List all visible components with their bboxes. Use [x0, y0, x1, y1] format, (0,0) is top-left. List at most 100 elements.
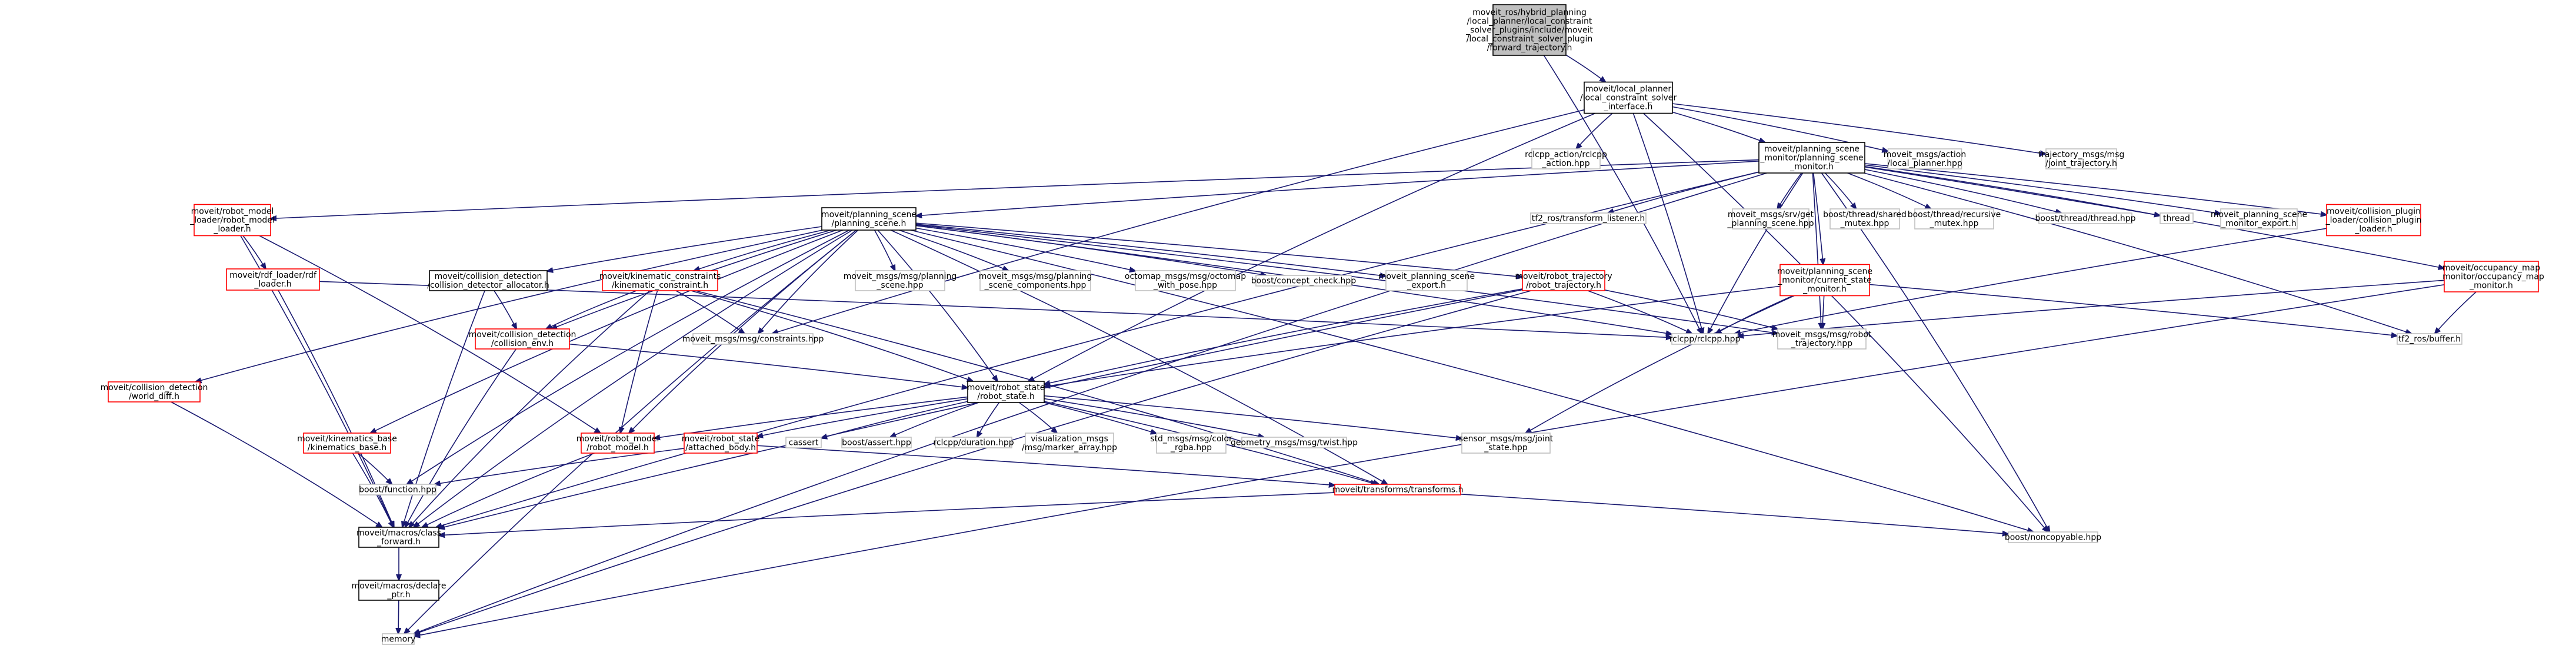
file-node-box	[2220, 208, 2298, 229]
file-node-viz_marker[interactable]: visualization_msgs/msg/marker_array.hpp	[1022, 433, 1117, 454]
file-node-traj_msgs[interactable]: trajectory_msgs/msg/joint_trajectory.h	[2038, 148, 2125, 169]
edge-robot_state-to-attached_body	[757, 398, 968, 437]
edge-lci-to-noncopyable	[1643, 112, 2048, 533]
file-node-msg_robot_traj[interactable]: moveit_msgs/msg/robot_trajectory.hpp	[1772, 328, 1872, 350]
file-node-tf2_buffer[interactable]: tf2_ros/buffer.h	[2397, 333, 2462, 345]
file-node-joint_state[interactable]: sensor_msgs/msg/joint_state.hpp	[1459, 433, 1554, 454]
edge-root-to-rclcpp	[1543, 55, 1701, 334]
file-node-noncopyable[interactable]: boost/noncopyable.hpp	[2005, 531, 2101, 543]
file-node-label: _monitor/current_state	[1777, 276, 1871, 285]
file-node-label: moveit/rdf_loader/rdf	[229, 271, 317, 280]
file-node-duration[interactable]: rclcpp/duration.hpp	[933, 437, 1014, 448]
file-node-msg_constraints[interactable]: moveit_msgs/msg/constraints.hpp	[682, 333, 824, 345]
file-node-label: /kinematic_constraint.h	[612, 281, 708, 290]
edge-root-to-lci	[1565, 54, 1605, 82]
edge-ps-to-msg_ps_comp	[898, 229, 1008, 271]
file-node-box	[226, 268, 320, 291]
file-node-kin_base[interactable]: moveit/kinematics_base/kinematics_base.h	[297, 433, 397, 454]
file-node-psm_export[interactable]: moveit_planning_scene_monitor_export.h	[2211, 208, 2307, 229]
file-node-box	[303, 433, 391, 454]
file-node-robot_model[interactable]: moveit/robot_model/robot_model.h	[576, 433, 659, 454]
file-node-shared_mutex[interactable]: boost/thread/shared_mutex.hpp	[1823, 208, 1907, 229]
edge-robot_traj-to-robot_state	[1044, 288, 1523, 384]
file-node-box	[382, 633, 415, 645]
file-node-declare_ptr[interactable]: moveit/macros/declare_ptr.h	[352, 580, 446, 601]
file-node-box	[692, 333, 814, 345]
file-node-label: /local_planner/local_constraint	[1467, 17, 1592, 26]
file-node-rml[interactable]: moveit/robot_model_loader/robot_model_lo…	[189, 204, 275, 237]
file-node-recursive_mutex[interactable]: boost/thread/recursive_mutex.hpp	[1908, 208, 2001, 229]
edge-attached_body-to-boost_function	[435, 448, 685, 484]
file-node-transforms[interactable]: moveit/transforms/transforms.h	[1332, 484, 1464, 495]
file-node-label: _monitor/occupancy_map	[2438, 272, 2544, 282]
file-node-tf2_listener[interactable]: tf2_ros/transform_listener.h	[1530, 212, 1647, 224]
file-node-box	[1255, 275, 1352, 287]
file-node-cd_alloc[interactable]: moveit/collision_detection/collision_det…	[427, 270, 549, 291]
file-node-boost_thread[interactable]: boost/thread/thread.hpp	[2035, 212, 2136, 224]
file-node-srdf[interactable]: moveit/rdf_loader/rdf_loader.h	[226, 268, 320, 291]
file-node-attached_body[interactable]: moveit/robot_state/attached_body.h	[682, 433, 760, 454]
file-node-label: boost/thread/recursive	[1908, 210, 2001, 219]
file-node-srv_get_ps[interactable]: moveit_msgs/srv/get_planning_scene.hpp	[1727, 208, 1814, 229]
file-node-lci[interactable]: moveit/local_planner/local_constraint_so…	[1580, 81, 1677, 114]
edge-ps-to-robot_state	[877, 229, 998, 381]
file-node-msg_ps_comp[interactable]: moveit_msgs/msg/planning_scene_component…	[979, 270, 1092, 291]
file-node-label: moveit_msgs/msg/planning	[979, 272, 1092, 281]
edge-psm-to-msg_robot_traj	[1812, 172, 1821, 329]
file-node-label: moveit/macros/declare	[352, 581, 446, 591]
file-node-label: _scene_components.hpp	[984, 281, 1087, 290]
file-node-robot_state[interactable]: moveit/robot_state/robot_state.h	[967, 381, 1045, 403]
edge-psm-to-rclcpp	[1708, 172, 1804, 334]
file-node-robot_traj[interactable]: moveit/robot_trajectory/robot_trajectory…	[1515, 270, 1612, 291]
file-node-label: moveit/kinematics_base	[297, 434, 397, 444]
edge-robot_state-to-viz_marker	[1018, 402, 1057, 433]
file-node-csm[interactable]: moveit/planning_scene_monitor/current_st…	[1777, 264, 1872, 297]
file-node-class_fwd[interactable]: moveit/macros/class_forward.h	[356, 527, 441, 548]
file-node-box	[1777, 328, 1867, 350]
file-node-label: /world_diff.h	[129, 392, 179, 401]
file-node-psm[interactable]: moveit/planning_scene_monitor/planning_s…	[1758, 142, 1865, 174]
file-node-rclcpp[interactable]: rclcpp/rclcpp.hpp	[1669, 333, 1741, 345]
file-node-concept_check[interactable]: boost/concept_check.hpp	[1251, 275, 1357, 287]
edge-lci-to-psm	[1672, 111, 1765, 142]
edge-ps-to-kin_base	[371, 229, 844, 433]
file-node-collision_env[interactable]: moveit/collision_detection/collision_env…	[469, 328, 576, 350]
edge-ps-to-memory	[404, 229, 857, 634]
file-node-box	[1671, 333, 1738, 345]
file-node-box	[1531, 148, 1601, 169]
file-node-box	[967, 381, 1045, 403]
file-node-root[interactable]: moveit_ros/hybrid_planning/local_planner…	[1465, 4, 1593, 56]
file-node-msgs_action[interactable]: moveit_msgs/action/local_planner.hpp	[1884, 148, 1966, 169]
file-node-ps_export[interactable]: moveit_planning_scene_export.h	[1378, 270, 1475, 291]
file-node-cassert[interactable]: cassert	[785, 437, 822, 448]
edge-occ_map-to-memory	[414, 284, 2445, 636]
file-node-world_diff[interactable]: moveit/collision_detection/world_diff.h	[101, 381, 208, 402]
edge-ps-to-octomap	[915, 227, 1135, 271]
file-node-thread[interactable]: thread	[2160, 212, 2194, 224]
file-node-msg_ps[interactable]: moveit_msgs/msg/planning_scene.hpp	[844, 270, 957, 291]
file-node-label: rclcpp/rclcpp.hpp	[1669, 335, 1741, 344]
file-node-label: boost/noncopyable.hpp	[2005, 533, 2101, 543]
edge-lci-to-traj_msgs	[1672, 103, 2046, 154]
file-node-collision_plugin[interactable]: moveit/collision_plugin_loader/collision…	[2325, 204, 2422, 237]
file-node-rclcpp_action[interactable]: rclcpp_action/rclcpp_action.hpp	[1525, 148, 1607, 169]
file-node-memory[interactable]: memory	[381, 633, 416, 645]
file-node-color_rgba[interactable]: std_msgs/msg/color_rgba.hpp	[1150, 433, 1232, 454]
file-node-twist[interactable]: geometry_msgs/msg/twist.hpp	[1231, 437, 1358, 448]
edge-csm-to-msg_robot_traj	[1822, 295, 1824, 330]
file-node-octomap[interactable]: octomap_msgs/msg/octomap_with_pose.hpp	[1125, 270, 1246, 291]
file-node-occ_map[interactable]: moveit/occupancy_map_monitor/occupancy_m…	[2438, 261, 2544, 292]
file-node-label: geometry_msgs/msg/twist.hpp	[1231, 438, 1358, 448]
file-node-box	[1334, 484, 1461, 495]
file-node-kin_constraint[interactable]: moveit/kinematic_constraints/kinematic_c…	[599, 270, 721, 291]
edge-psm-to-class_fwd	[436, 171, 1759, 527]
file-node-label: moveit/collision_plugin	[2327, 207, 2421, 217]
file-node-boost_function[interactable]: boost/function.hpp	[359, 484, 436, 495]
file-node-label: _monitor_export.h	[2221, 219, 2296, 228]
file-node-box	[1241, 437, 1347, 448]
edge-transforms-to-class_fwd	[439, 492, 1335, 535]
edge-robot_traj-to-msg_robot_traj	[1604, 290, 1778, 329]
file-node-ps[interactable]: moveit/planning_scene/planning_scene.h	[821, 207, 917, 231]
file-node-assert[interactable]: boost/assert.hpp	[841, 437, 912, 448]
file-node-box	[935, 437, 1012, 448]
